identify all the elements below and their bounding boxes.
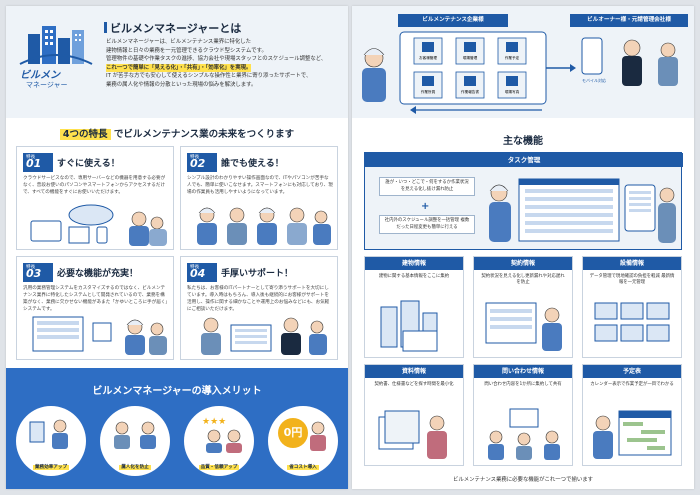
merits-section: ビルメンマネージャーの導入メリット 業務効率アップ 属人化を防止 ★★★ [6, 368, 348, 489]
left-page: ビルメン マネージャー ビルメンマネージャーとは ビルメンマネージャーは、ビルメ… [6, 6, 348, 489]
coin-icon: 0円 [278, 418, 308, 448]
feature-card-2: 特長02 誰でも使える！ シンプル設計のわかりやすい操作画面なので、ITやパソコ… [180, 146, 338, 250]
right-page: ビルメンテナンス企業様 ビルオーナー様・元請管理会社様 [352, 6, 694, 489]
equipment-illustration [594, 302, 670, 342]
contract-illustration [485, 302, 562, 351]
support-illustration [201, 317, 327, 355]
overview-icon-label: 作業報告書 [461, 90, 479, 94]
intro-line: 建物情報と日々の業務を一元管理できるクラウド型システムです。 [106, 47, 267, 54]
inquiry-illustration [488, 408, 560, 460]
mobile-label: モバイル対応 [582, 78, 606, 83]
intro-line: IT が苦手な方でも安心して使えるシンプルな操作性と業界に寄り添ったサポートで、 [106, 73, 312, 80]
features-heading-tag: 4つの特長 [59, 129, 111, 140]
brochure-spread: ビルメン マネージャー ビルメンマネージャーとは ビルメンマネージャーは、ビルメ… [6, 6, 694, 489]
tag-owner: ビルオーナー様・元請管理会社様 [570, 14, 688, 27]
feature-card-1: 特長01 すぐに使える！ クラウドサービスなので、専用サーバーなどの機器を用意す… [16, 146, 174, 250]
feature-number: 特長03 [23, 263, 53, 282]
building-illustration [380, 300, 438, 352]
feature-description: 私たちは、お客様のITパートナーとして寄り添うサポートを大切にしています。導入時… [187, 286, 330, 312]
feature-description: 汎用の業務管理システムをカスタマイズするのではなく、ビルメンテナンス業界に特化し… [23, 286, 168, 312]
overview-icon-label: 作業予定 [504, 56, 520, 60]
plus-icon: + [421, 201, 430, 212]
feature-description: クラウドサービスなので、専用サーバーなどの機器を用意する必要がなく、普段お使いの… [23, 176, 166, 195]
intro-description: ビルメンマネージャーは、ビルメンテナンス業界に特化した 建物情報と日々の業務を一… [106, 38, 338, 90]
intro-line: 管理物件の基礎や作業タスクの進捗、協力会社や現場スタッフとのスケジュール調整など… [106, 56, 327, 63]
intro-highlight: これ一つで簡単に「見える化」・「共有」・「効率化」を実現。 [106, 63, 252, 73]
feature-title: 手厚いサポート！ [221, 269, 294, 279]
feature-description: シンプル設計のわかりやすい操作画面なので、ITやパソコンが苦手な人でも、簡単に使… [187, 176, 333, 195]
feature-title: 誰でも使える！ [221, 159, 284, 169]
module-inquiry-info: 問い合わせ情報 問い合わせ内容を1か所に集約して共有 [473, 364, 573, 466]
merit-label: 品質・信頼アップ [198, 465, 240, 470]
efficiency-illustration [29, 419, 68, 449]
overview-icon-label: 作業所員 [420, 90, 436, 94]
module-building-info: 建物情報 建物に関する基本情報をここに集約 [364, 256, 464, 358]
module-title: 予定表 [583, 365, 681, 378]
module-title: 資料情報 [365, 365, 463, 378]
overview-icon-label: 現場管理 [462, 56, 478, 60]
module-schedule: 予定表 カレンダー表示で作業予定が一目でわかる [582, 364, 682, 466]
module-description: 建物に関する基本情報をここに集約 [378, 274, 450, 279]
merit-label: 業務効率アップ [32, 465, 70, 470]
task-management-panel: タスク管理 誰が・いつ・どこで・何をするか作業状況を見える化し抜け漏れ防止 + … [364, 152, 683, 250]
module-title: 設備情報 [583, 257, 681, 270]
task-screen-illustration [489, 178, 676, 243]
module-description: 問い合わせ内容を1か所に集約して共有 [484, 382, 562, 387]
merit-label: 属人化を防止 [119, 465, 151, 470]
features-heading: 4つの特長 でビルメンテナンス業の未来をつくります [6, 126, 348, 140]
feature-number: 特長01 [23, 153, 53, 172]
logo-main-text: ビルメン [20, 70, 60, 81]
feature-title: すぐに使える！ [57, 159, 120, 169]
logo-sub-text: マネージャー [26, 81, 68, 89]
task-management-title: タスク管理 [365, 153, 683, 167]
overview-icon-label: 現場写真 [504, 90, 520, 94]
document-illustration [378, 410, 447, 459]
module-description: データ管理で現地確認の負担を軽減 最新情報を一元管理 [589, 274, 675, 286]
intro-line: 業務の属人化や情報の分散といった現場の悩みを解決します。 [106, 81, 257, 88]
overview-icon-label: お客様管理 [419, 56, 437, 60]
main-features-title: 主な機能 [503, 136, 543, 147]
quality-illustration: ★★★ [202, 417, 242, 453]
product-logo: ビルメン マネージャー [16, 24, 96, 100]
calendar-illustration [593, 410, 672, 459]
functions-illustration [32, 316, 167, 355]
merit-label: 省コスト導入 [287, 465, 319, 470]
module-document-info: 資料情報 契約書、仕様書などを探す時間を最小化 [364, 364, 464, 466]
cloud-devices-illustration [30, 204, 167, 246]
module-contract-info: 契約情報 契約状況を見える化し更新漏れや対応遅れを防止 [473, 256, 573, 358]
feature-number: 特長04 [187, 263, 217, 282]
feature-title: 必要な機能が充実！ [57, 269, 139, 279]
intro-section: ビルメン マネージャー ビルメンマネージャーとは ビルメンマネージャーは、ビルメ… [6, 6, 348, 118]
features-heading-text: でビルメンテナンス業の未来をつくります [113, 129, 295, 140]
task-bubble-2: 社内外のスケジュール調整を一括管理 複数だった日程変更も簡単に行える [379, 215, 475, 234]
overview-illustration [362, 31, 678, 114]
intro-line: ビルメンマネージャーは、ビルメンテナンス業界に特化した [106, 39, 252, 45]
module-title: 契約情報 [474, 257, 572, 270]
merit-quality: ★★★ 品質・信頼アップ [184, 406, 254, 476]
task-bubble-1: 誰が・いつ・どこで・何をするか作業状況を見える化し抜け漏れ防止 [379, 177, 475, 196]
feature-number: 特長02 [187, 153, 217, 172]
module-title: 建物情報 [365, 257, 463, 270]
prevent-illustration [114, 421, 156, 449]
workers-illustration [197, 207, 331, 245]
svg-text:★★★: ★★★ [202, 417, 226, 427]
module-description: カレンダー表示で作業予定が一目でわかる [590, 382, 674, 387]
system-overview: ビルメンテナンス企業様 ビルオーナー様・元請管理会社様 [352, 6, 694, 118]
intro-title: ビルメンマネージャーとは [103, 22, 242, 35]
footer-note: ビルメンテナンス業務に必要な機能がこれ一つで揃います [452, 477, 594, 483]
merits-title: ビルメンマネージャーの導入メリット [92, 386, 262, 397]
module-description: 契約状況を見える化し更新漏れや対応遅れを防止 [481, 274, 565, 286]
module-description: 契約書、仕様書などを探す時間を最小化 [374, 382, 454, 387]
feature-card-3: 特長03 必要な機能が充実！ 汎用の業務管理システムをカスタマイズするのではなく… [16, 256, 174, 360]
merit-prevent: 属人化を防止 [100, 406, 170, 476]
cost-person-illustration [310, 421, 326, 451]
tag-maintenance-company: ビルメンテナンス企業様 [398, 14, 508, 27]
feature-card-4: 特長04 手厚いサポート！ 私たちは、お客様のITパートナーとして寄り添うサポー… [180, 256, 338, 360]
merit-cost: 0円 省コスト導入 [268, 406, 338, 476]
module-title: 問い合わせ情報 [474, 365, 572, 378]
merit-efficiency: 業務効率アップ [16, 406, 86, 476]
module-equipment-info: 設備情報 データ管理で現地確認の負担を軽減 最新情報を一元管理 [582, 256, 682, 358]
